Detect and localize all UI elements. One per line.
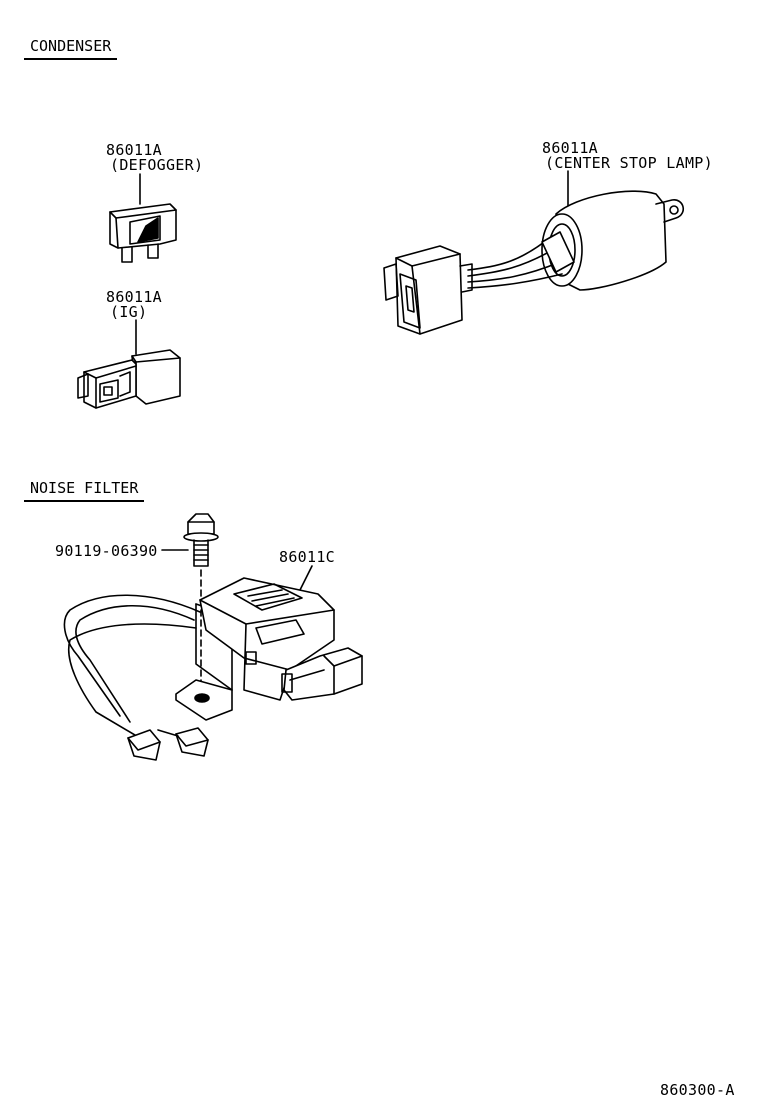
ig-condenser-illustration[interactable] (77, 319, 181, 409)
defogger-part-number[interactable]: 86011A (106, 141, 162, 159)
diagram-code: 860300-A (660, 1081, 735, 1099)
center-stop-lamp-part-note: (CENTER STOP LAMP) (545, 154, 713, 172)
center-stop-lamp-part-number[interactable]: 86011A (542, 139, 598, 157)
defogger-condenser-illustration[interactable] (109, 173, 177, 263)
noise-filter-illustration[interactable] (63, 565, 363, 761)
defogger-part-note: (DEFOGGER) (110, 156, 204, 174)
condenser-section-title: CONDENSER (24, 38, 118, 60)
ig-part-number[interactable]: 86011A (106, 288, 162, 306)
noise-filter-section-title: NOISE FILTER (24, 480, 145, 502)
noise-filter-part-number[interactable]: 86011C (279, 548, 335, 566)
bolt-illustration[interactable] (161, 513, 219, 691)
ig-part-note: (IG) (110, 303, 148, 321)
bolt-part-number[interactable]: 90119-06390 (55, 542, 158, 560)
center-stop-lamp-condenser-illustration[interactable] (383, 170, 684, 335)
